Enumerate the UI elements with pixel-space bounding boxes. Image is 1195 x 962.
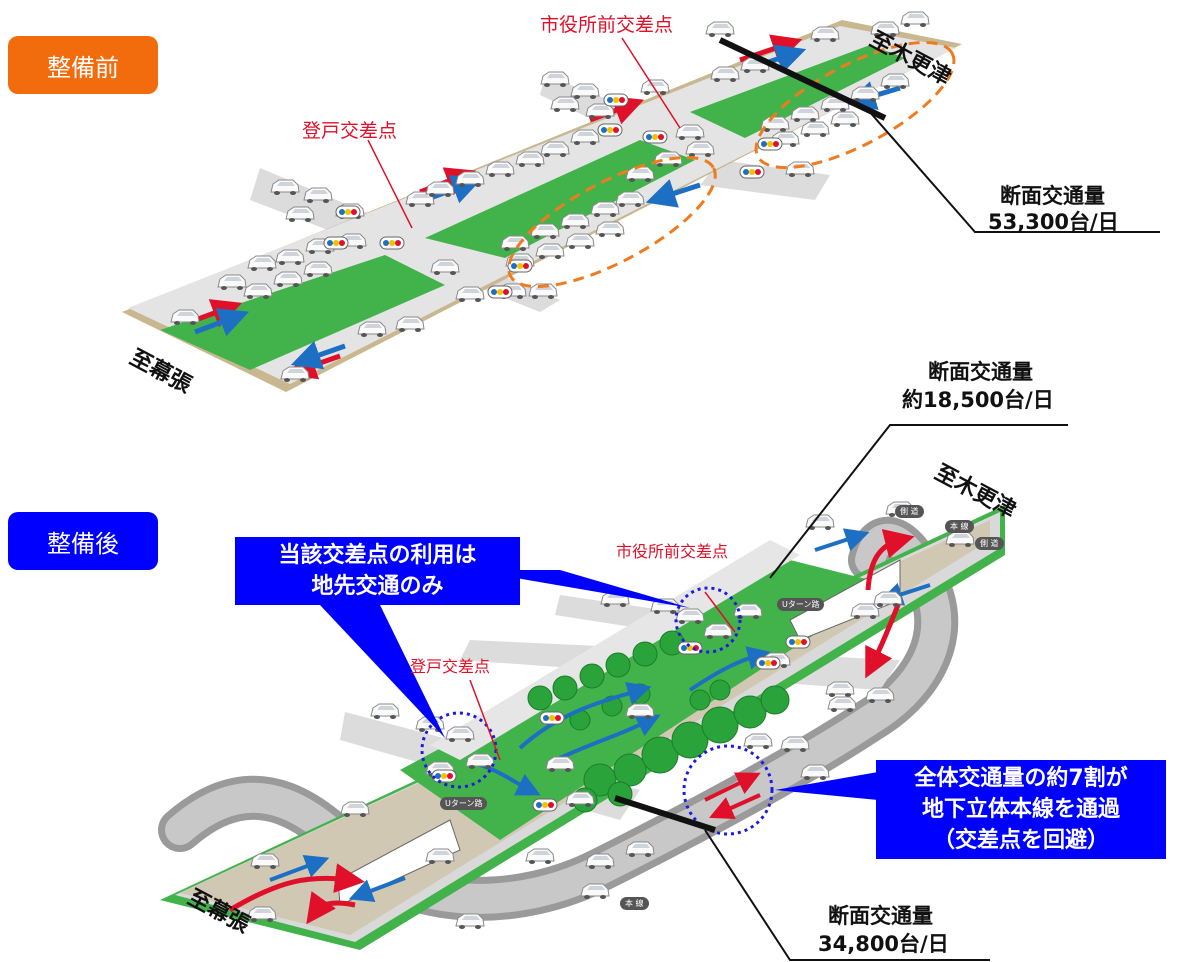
before-noborito-intersection-label: 登戸交差点 (302, 120, 398, 142)
sign-uturn-1: Uターン路 (777, 598, 825, 611)
sign-side-road-2: 側 道 (975, 537, 1004, 550)
sign-main-line-1: 本 線 (945, 520, 974, 533)
callout-tunnel-line-3: （交差点を回避） (932, 828, 1109, 853)
before-city-hall-intersection-label: 市役所前交差点 (540, 14, 674, 36)
callout-tunnel-traffic: 全体交通量の約7割が 地下立体本線を通過 （交差点を回避） (876, 760, 1166, 859)
callout-tunnel-line-1: 全体交通量の約7割が (914, 766, 1128, 791)
after-volume-bottom-title: 断面交通量 (828, 904, 933, 928)
after-road-scene (158, 424, 1068, 961)
callout-tunnel-line-2: 地下立体本線を通過 (921, 797, 1120, 822)
before-tag: 整備前 (8, 36, 158, 94)
after-tag: 整備後 (8, 512, 158, 570)
after-city-hall-intersection-label: 市役所前交差点 (616, 542, 729, 561)
before-volume-value: 53,300台/日 (988, 210, 1119, 234)
sign-uturn-2: Uターン路 (440, 797, 488, 810)
after-volume-top-value: 約18,500台/日 (902, 388, 1054, 412)
sign-main-line-2: 本 線 (620, 897, 649, 910)
callout-local-traffic: 当該交差点の利用は 地先交通のみ (235, 537, 520, 605)
sign-side-road-1: 側 道 (895, 505, 924, 518)
after-volume-top-title: 断面交通量 (928, 360, 1033, 384)
before-volume-title: 断面交通量 (1000, 184, 1105, 208)
callout-local-line-1: 当該交差点の利用は (278, 543, 477, 568)
after-noborito-intersection-label: 登戸交差点 (410, 657, 491, 676)
after-volume-bottom-value: 34,800台/日 (818, 932, 949, 956)
callout-local-line-2: 地先交通のみ (311, 574, 444, 599)
before-road-scene (122, 11, 1160, 392)
